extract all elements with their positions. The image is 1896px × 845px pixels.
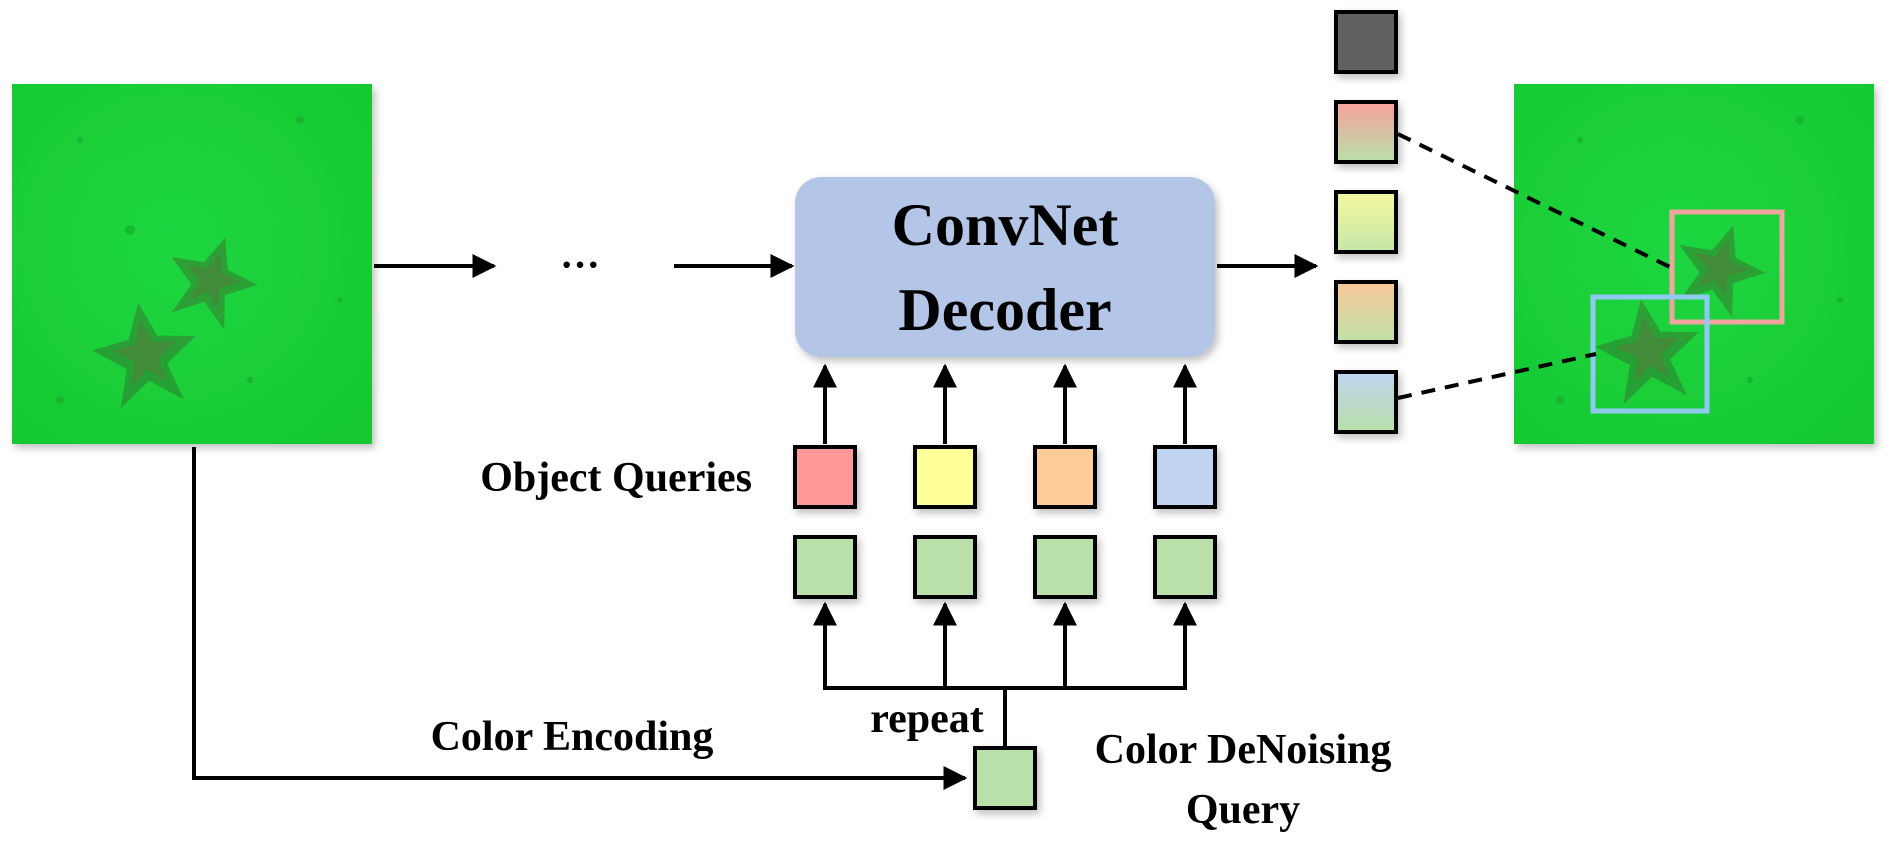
color-denoising-query-box bbox=[973, 746, 1037, 810]
object-queries bbox=[793, 445, 1217, 509]
output-predictions bbox=[1334, 10, 1398, 434]
convnet-decoder: ConvNet Decoder bbox=[795, 177, 1215, 357]
ellipsis: ··· bbox=[560, 242, 600, 287]
query-to-decoder-arrows bbox=[813, 363, 1197, 444]
object-queries-label: Object Queries bbox=[480, 455, 752, 501]
output-image bbox=[1514, 84, 1874, 444]
denoising-query-1 bbox=[793, 535, 857, 599]
color-encoding-label: Color Encoding bbox=[431, 714, 714, 760]
output-square-no-object bbox=[1334, 10, 1398, 74]
decoder-box bbox=[795, 177, 1215, 357]
decoder-title-line1: ConvNet bbox=[892, 192, 1119, 258]
dashed-link-red-to-box bbox=[1397, 132, 1677, 272]
object-query-orange bbox=[1033, 445, 1097, 509]
denoising-query-3 bbox=[1033, 535, 1097, 599]
input-image-texture bbox=[56, 116, 343, 404]
object-query-yellow bbox=[913, 445, 977, 509]
output-image-texture bbox=[1556, 116, 1843, 404]
dashed-link-blue-to-box bbox=[1397, 352, 1597, 400]
color-encoding-arrow bbox=[192, 447, 968, 790]
denoising-query-4 bbox=[1153, 535, 1217, 599]
input-image bbox=[12, 84, 372, 444]
output-square-blue bbox=[1334, 370, 1398, 434]
repeat-tree bbox=[813, 601, 1197, 747]
color-denoising-label-line1: Color DeNoising bbox=[1095, 727, 1392, 773]
repeat-label: repeat bbox=[870, 696, 984, 742]
denoising-queries bbox=[793, 535, 1217, 599]
color-denoising-label-line2: Query bbox=[1186, 787, 1300, 833]
output-square-orange bbox=[1334, 280, 1398, 344]
detection-box-pink bbox=[1669, 209, 1785, 325]
decoder-title-line2: Decoder bbox=[898, 277, 1111, 343]
output-square-yellow bbox=[1334, 190, 1398, 254]
object-query-blue bbox=[1153, 445, 1217, 509]
object-query-red bbox=[793, 445, 857, 509]
denoising-query-2 bbox=[913, 535, 977, 599]
output-square-red bbox=[1334, 100, 1398, 164]
